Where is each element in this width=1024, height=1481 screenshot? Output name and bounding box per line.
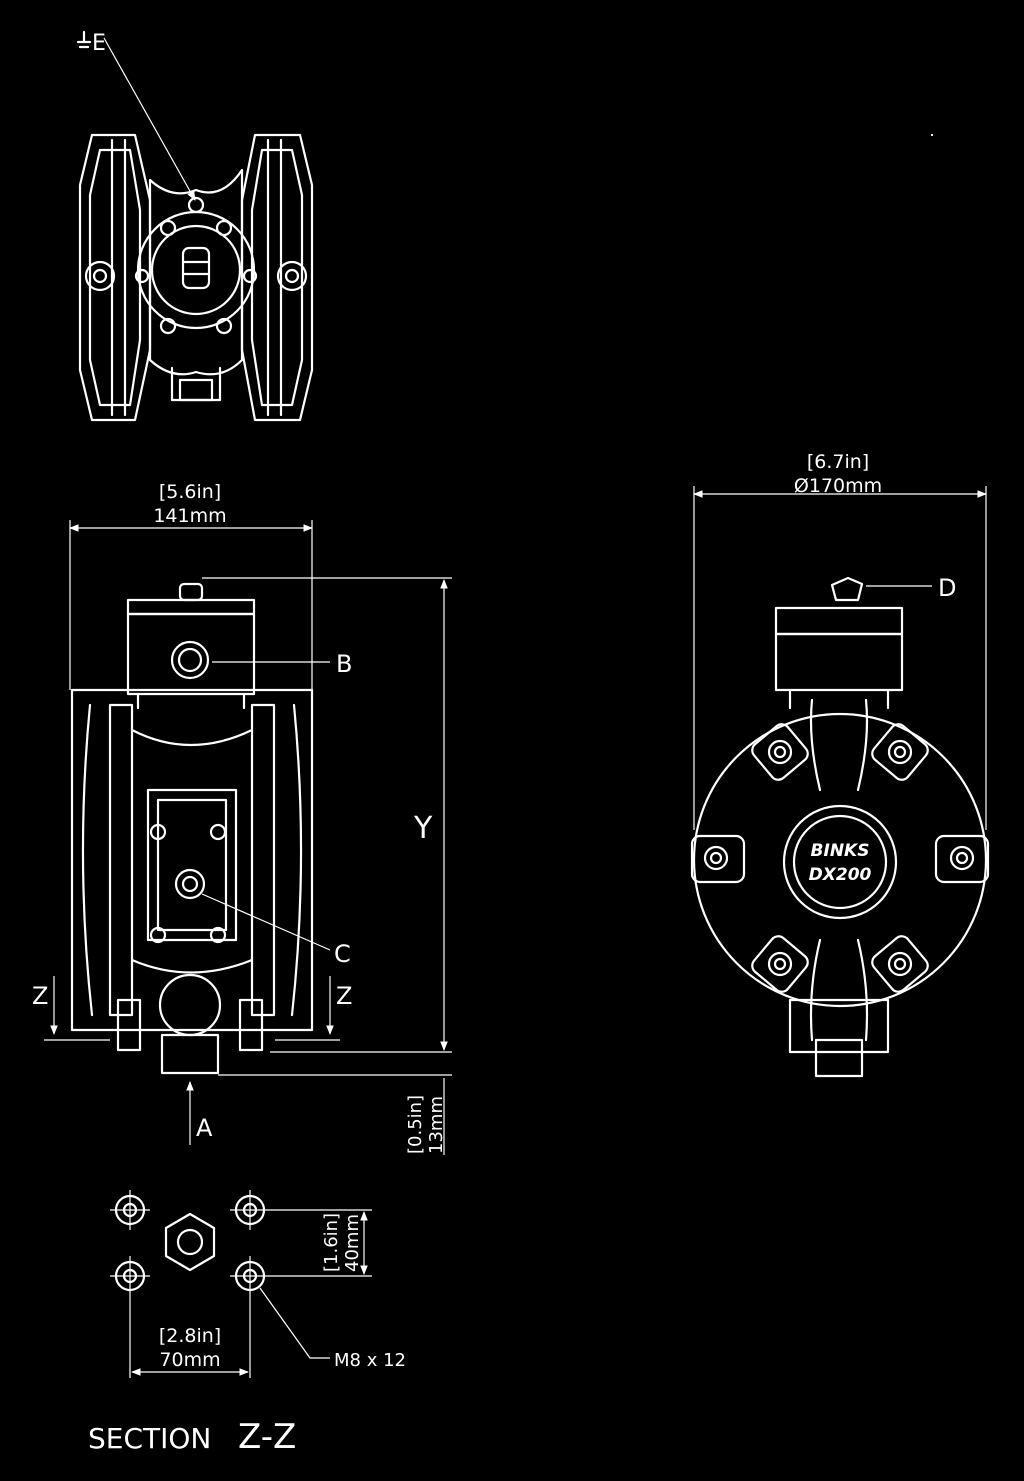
section-title: SECTION (88, 1422, 211, 1455)
side-valve-top (774, 606, 904, 636)
hole-v-dim-in: [1.6in] (321, 1213, 342, 1272)
hole-h-dim-mm: 70mm (159, 1349, 220, 1371)
diameter-dim-in: [6.7in] (807, 451, 869, 473)
bolt-lugs (690, 723, 990, 993)
width-dim-mm: 141mm (153, 505, 226, 527)
section-hex-fitting (164, 1212, 216, 1272)
ground-leader (103, 37, 196, 201)
brand-logo: BINKS (811, 841, 870, 861)
hole-h-dim-in: [2.8in] (159, 1325, 221, 1347)
label-b: B (336, 650, 352, 678)
center-body (148, 168, 244, 376)
side-valve-body (774, 632, 904, 692)
diameter-dim-mm: Ø170mm (794, 475, 882, 497)
valve-body (126, 612, 256, 696)
air-fitting (178, 582, 204, 602)
valve-top (126, 598, 256, 616)
label-z-left: Z (32, 982, 48, 1010)
side-inlet-block (788, 998, 890, 1054)
label-d: D (938, 574, 956, 602)
center-disc (136, 210, 256, 330)
side-inlet-fitting (814, 1038, 864, 1078)
fluid-port (174, 868, 206, 900)
hole-v-dim-mm: 40mm (342, 1214, 363, 1272)
inlet-manifold (158, 973, 222, 1037)
width-dim-in: [5.6in] (159, 481, 221, 503)
section-id: Z-Z (238, 1417, 296, 1457)
inlet-fitting (160, 1033, 220, 1075)
offset-dim-in: [0.5in] (405, 1095, 426, 1154)
bolt-label: M8 x 12 (334, 1350, 406, 1371)
front-view: [5.6in] 141mm B C A (32, 481, 452, 1155)
side-air-fitting (830, 576, 864, 602)
center-badge (782, 804, 898, 920)
side-view: [6.7in] Ø170mm D BINKS DX200 (690, 451, 990, 1078)
label-a: A (196, 1114, 213, 1142)
front-body (70, 688, 314, 1032)
ground-label: E (92, 31, 106, 56)
label-z-right: Z (336, 982, 352, 1010)
offset-dim-mm: 13mm (426, 1096, 447, 1154)
air-inlet-port (170, 640, 210, 680)
label-y: Y (413, 811, 433, 846)
top-view: E (76, 30, 934, 422)
left-wing (78, 133, 152, 422)
label-c: C (334, 940, 351, 968)
diaphragm-housing (692, 712, 988, 1008)
model-logo: DX200 (809, 865, 872, 885)
section-z-z: [1.6in] 40mm [2.8in] 70mm M8 x 12 SECTIO… (88, 1190, 406, 1457)
ground-icon (76, 30, 92, 49)
